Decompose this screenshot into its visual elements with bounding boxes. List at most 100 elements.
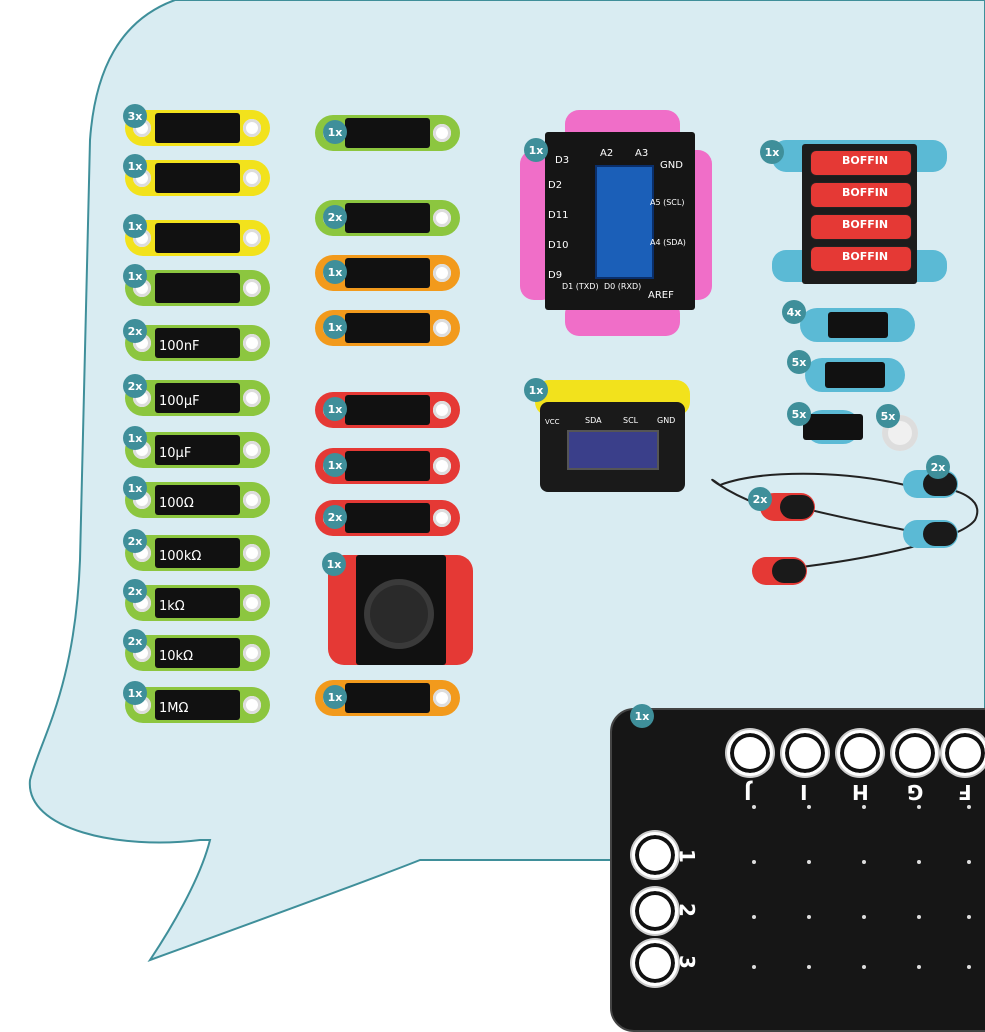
- test-lead-leads-b-2[interactable]: [903, 520, 958, 548]
- module-body: [155, 273, 240, 303]
- snap-connector[interactable]: [433, 264, 451, 282]
- battery-cell-4: [810, 246, 912, 272]
- module-body: [155, 538, 240, 568]
- board-grid-dot: [752, 860, 756, 864]
- module-cap10uf[interactable]: 10µF: [125, 432, 270, 468]
- lead-plug: [780, 495, 814, 519]
- module-cap100nf[interactable]: 100nF: [125, 325, 270, 361]
- board-col-0: [727, 730, 773, 776]
- module-wire1[interactable]: [802, 410, 863, 444]
- module-body: [155, 690, 240, 720]
- battery-brand-1: BOFFIN: [842, 154, 889, 167]
- module-ldr[interactable]: [125, 160, 270, 196]
- board-grid-dot: [752, 805, 756, 809]
- test-lead-leads-a-2[interactable]: [752, 557, 807, 585]
- snap-connector[interactable]: [243, 441, 261, 459]
- board-col-1: [782, 730, 828, 776]
- module-body: [345, 313, 430, 343]
- snap-connector[interactable]: [243, 644, 261, 662]
- snap-connector[interactable]: [433, 319, 451, 337]
- module-body: [155, 163, 240, 193]
- oled-screen: [567, 430, 659, 470]
- module-diode[interactable]: [125, 270, 270, 306]
- module-body: [345, 451, 430, 481]
- nano-module[interactable]: D3 A2 A3 GND D2 D11 D10 D9 A5 (SCL) A4 (…: [520, 110, 712, 336]
- battery-cell-3: [810, 214, 912, 240]
- battery-module[interactable]: BOFFIN BOFFIN BOFFIN BOFFIN: [772, 140, 947, 290]
- nano-pin-left-1: D11: [548, 210, 569, 221]
- quantity-badge-transistor: 1x: [323, 120, 347, 144]
- module-wire4[interactable]: [800, 308, 915, 342]
- board-grid-dot: [752, 915, 756, 919]
- module-r1m[interactable]: 1MΩ: [125, 687, 270, 723]
- module-r100[interactable]: 100Ω: [125, 482, 270, 518]
- wire-body: [827, 312, 888, 338]
- component-value-label: 10kΩ: [159, 649, 194, 664]
- quantity-badge-leads_b: 2x: [926, 455, 950, 479]
- base-board[interactable]: J I H G F 1 2 3: [610, 708, 985, 1032]
- battery-brand-4: BOFFIN: [842, 250, 889, 263]
- board-grid-dot: [862, 915, 866, 919]
- quantity-badge-r1m: 1x: [123, 681, 147, 705]
- snap-connector[interactable]: [243, 169, 261, 187]
- snap-connector[interactable]: [433, 689, 451, 707]
- quantity-badge-r100: 1x: [123, 476, 147, 500]
- snap-connector[interactable]: [243, 696, 261, 714]
- snap-connector[interactable]: [243, 279, 261, 297]
- module-wire2[interactable]: [805, 358, 905, 392]
- quantity-badge-r100k: 2x: [123, 529, 147, 553]
- nano-pin-top-3: GND: [660, 160, 683, 171]
- oled-pin-1: SDA: [585, 416, 602, 425]
- test-lead-leads-b-1[interactable]: [903, 470, 958, 498]
- nano-pin-left-0: D2: [548, 180, 563, 191]
- snap-connector[interactable]: [243, 491, 261, 509]
- module-body: [345, 258, 430, 288]
- snap-connector[interactable]: [243, 389, 261, 407]
- module-led[interactable]: [125, 110, 270, 146]
- component-value-label: 100µF: [159, 394, 200, 409]
- board-grid-dot: [807, 915, 811, 919]
- wire-body: [825, 362, 885, 388]
- oled-module[interactable]: VCC SDA SCL GND: [535, 380, 690, 495]
- quantity-badge-oled: 1x: [524, 378, 548, 402]
- snap-connector[interactable]: [433, 124, 451, 142]
- board-grid-dot: [917, 860, 921, 864]
- quantity-badge-reed: 1x: [323, 685, 347, 709]
- board-col-2: [837, 730, 883, 776]
- joystick-knob[interactable]: [370, 585, 428, 643]
- module-buzzer[interactable]: [315, 255, 460, 291]
- board-grid-dot: [752, 965, 756, 969]
- snap-connector[interactable]: [433, 457, 451, 475]
- snap-connector[interactable]: [433, 209, 451, 227]
- module-r10k[interactable]: 10kΩ: [125, 635, 270, 671]
- module-lamp[interactable]: [125, 220, 270, 256]
- module-cap100uf[interactable]: 100µF: [125, 380, 270, 416]
- module-body: [155, 435, 240, 465]
- nano-pin-right-1: A4 (SDA): [650, 238, 686, 247]
- nano-pin-right-0: A5 (SCL): [650, 198, 685, 207]
- board-row-0: [632, 832, 678, 878]
- module-r100k[interactable]: 100kΩ: [125, 535, 270, 571]
- quantity-badge-battery: 1x: [760, 140, 784, 164]
- quantity-badge-buzzer: 1x: [323, 260, 347, 284]
- oled-pin-0: VCC: [545, 418, 560, 426]
- snap-connector[interactable]: [243, 594, 261, 612]
- board-row-label-0: 1: [674, 849, 699, 863]
- module-joystick[interactable]: [328, 555, 473, 665]
- board-col-label-1: I: [800, 780, 808, 804]
- snap-connector[interactable]: [243, 334, 261, 352]
- board-row-1: [632, 888, 678, 934]
- snap-connector[interactable]: [433, 509, 451, 527]
- board-col-label-4: F: [958, 780, 972, 804]
- snap-connector[interactable]: [243, 544, 261, 562]
- board-row-2: [632, 940, 678, 986]
- module-mic[interactable]: [315, 310, 460, 346]
- module-r1k[interactable]: 1kΩ: [125, 585, 270, 621]
- snap-connector[interactable]: [433, 401, 451, 419]
- board-grid-dot: [967, 860, 971, 864]
- snap-connector[interactable]: [243, 229, 261, 247]
- component-value-label: 1kΩ: [159, 599, 185, 614]
- snap-connector[interactable]: [243, 119, 261, 137]
- board-col-label-3: G: [907, 780, 924, 804]
- board-grid-dot: [862, 860, 866, 864]
